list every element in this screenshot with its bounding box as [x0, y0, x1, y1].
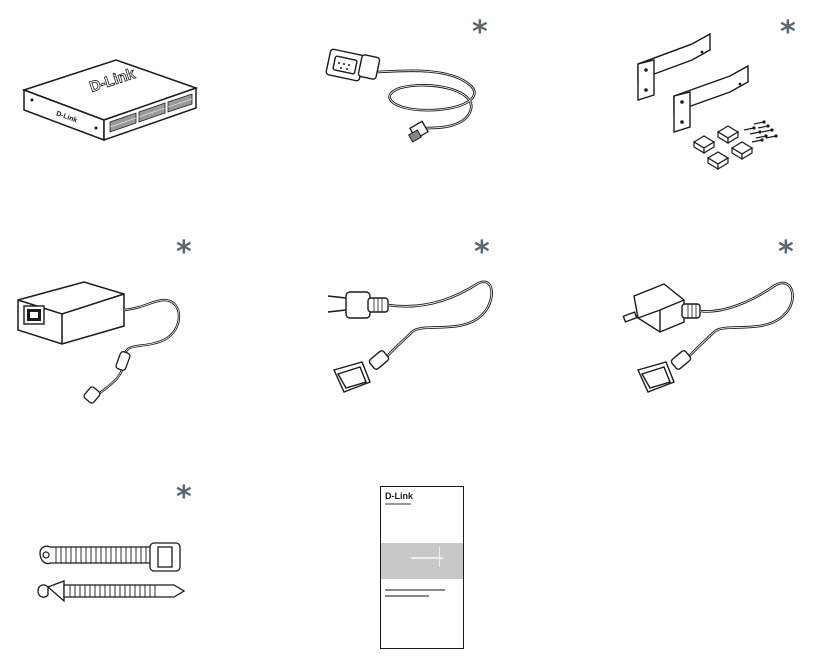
quick-guide-text-line [385, 595, 429, 597]
console-cable-item: * [320, 18, 500, 150]
quick-guide-text-line [385, 589, 445, 591]
optional-asterisk-icon: * [780, 15, 796, 50]
optional-asterisk-icon: * [176, 235, 192, 270]
quick-guide-image-band [381, 543, 463, 579]
optional-asterisk-icon: * [474, 235, 490, 270]
switch-illustration: D-Link D-Link [21, 59, 199, 142]
quick-guide-item: D-Link [380, 486, 464, 649]
cable-ties-item: * [34, 483, 194, 610]
optional-asterisk-icon: * [472, 15, 488, 50]
optional-asterisk-icon: * [778, 235, 794, 270]
eu-power-cord-illustration [327, 280, 493, 393]
eu-power-cord-item: * [322, 238, 502, 400]
quick-guide-subtitle-line [385, 503, 411, 505]
uk-power-cord-illustration [622, 281, 794, 393]
power-adapter-item: * [14, 238, 194, 410]
rack-mount-kit-item: * [632, 18, 812, 171]
quick-guide-logo: D-Link [385, 491, 413, 501]
optional-asterisk-icon: * [176, 480, 192, 515]
quick-guide-cover: D-Link [380, 486, 464, 649]
power-adapter-illustration [17, 281, 181, 404]
uk-power-cord-item: * [622, 238, 804, 400]
console-cable-illustration [325, 48, 476, 143]
switch-item: D-Link D-Link [18, 50, 199, 150]
cable-ties-illustration [37, 542, 186, 603]
rack-mount-kit-illustration [637, 32, 778, 171]
